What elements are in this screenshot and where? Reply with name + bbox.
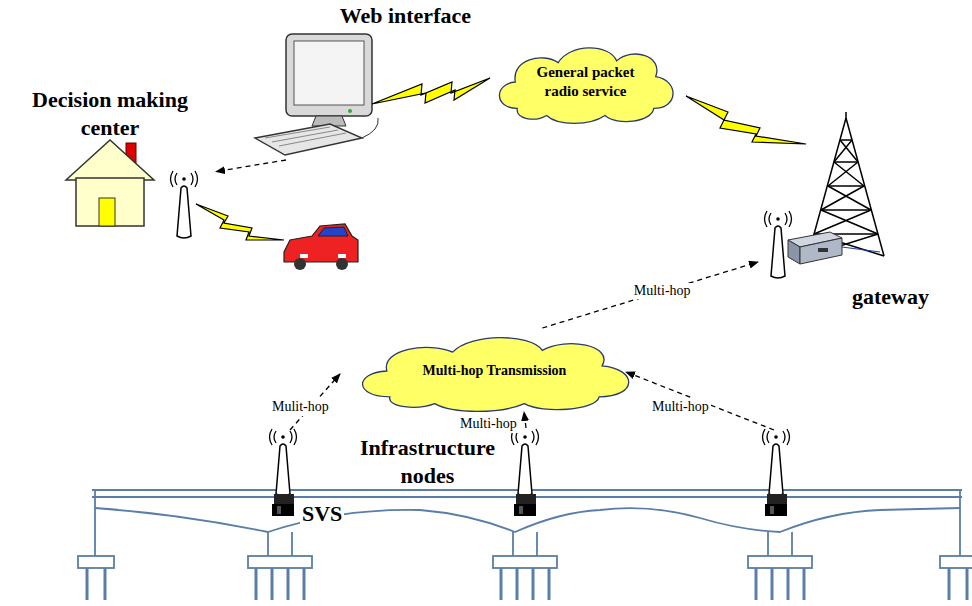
illustration-rect [818,248,828,252]
illustration-rect [748,556,812,568]
illustration-path [268,532,792,558]
node-label: Multi-hop Transmission [380,362,610,380]
illustration-path [66,140,154,180]
car-icon [284,224,358,270]
illustration-path [372,78,490,104]
node-label: Web interface [340,2,471,30]
illustration-path [362,118,378,138]
illustration-circle [348,109,352,113]
illustration-path [842,247,880,252]
illustration-path [845,112,847,118]
illustration-path [524,412,526,428]
multihop-cloud: Multi-hop Transmission [345,328,644,414]
infrastructure-label: Infrastructure nodes [345,434,510,489]
illustration-rect [300,254,308,258]
illustration-rect [99,198,115,226]
decision-center-node: Decision making center [4,86,216,231]
pile [771,568,774,600]
pile [271,568,274,600]
illustration-path [284,224,358,262]
illustration-use [171,171,198,238]
edge-label: Multi-hop [632,283,693,299]
bridge-piles [87,568,967,600]
illustration-circle [294,258,306,270]
illustration-rect [248,556,312,568]
illustration-path [626,372,774,430]
computer-icon [255,34,378,155]
illustration-rect [286,34,372,116]
illustration-use [765,211,792,278]
illustration-rect [940,556,972,568]
hop-label: Multi-hop [458,415,519,433]
illustration-rect [76,178,144,226]
pile [755,568,758,600]
pile [803,568,806,600]
pile [532,568,535,600]
node-label: gateway [852,283,929,311]
sensor-nodes [270,429,790,516]
svs-label: SVS [300,500,344,528]
illustration-rect [493,556,557,568]
dashed-connector [542,262,758,328]
cloud-outline [363,338,629,412]
node-text-group: gateway [852,283,929,311]
pile [104,568,107,600]
pile [287,568,290,600]
illustration-rect [78,556,114,568]
illustration-rect [338,254,346,258]
pile [303,568,306,600]
illustration-rect [294,41,364,105]
pile [255,568,258,600]
illustration-path [800,238,842,264]
pile [966,568,969,600]
illustration-use [270,429,297,516]
house-icon [66,140,198,238]
pile [548,568,551,600]
node-text-group: Web interface [340,2,471,30]
pile [516,568,519,600]
gateway-box [765,211,881,278]
illustration-path [255,124,362,155]
pile [948,568,951,600]
pile [500,568,503,600]
node-text-group: Decision making center [10,86,210,141]
illustration-path [265,127,346,146]
cloud-outline [499,48,673,123]
illustration-path [686,96,806,144]
gprs-cloud: General packet radio service [488,38,683,126]
pile [787,568,790,600]
hop-label: Mulit-hop [270,398,331,416]
illustration-path [196,204,284,240]
illustration-use [763,429,790,516]
dashed-connector [216,160,286,172]
node-text-group: General packet radio service [518,63,653,101]
node-label: Decision making center [10,86,210,141]
illustration-path [318,227,348,236]
hop-label: Multi-hop [650,398,711,416]
illustration-use [512,429,539,516]
gateway-node: gateway [758,112,933,312]
illustration-path [788,240,800,264]
cloud-shape [488,38,683,126]
node-text-group: Multi-hop Transmission [380,362,610,380]
computer-node: Web interface [250,0,475,160]
pile [86,568,89,600]
node-label: General packet radio service [518,63,653,101]
illustration-circle [336,258,348,270]
